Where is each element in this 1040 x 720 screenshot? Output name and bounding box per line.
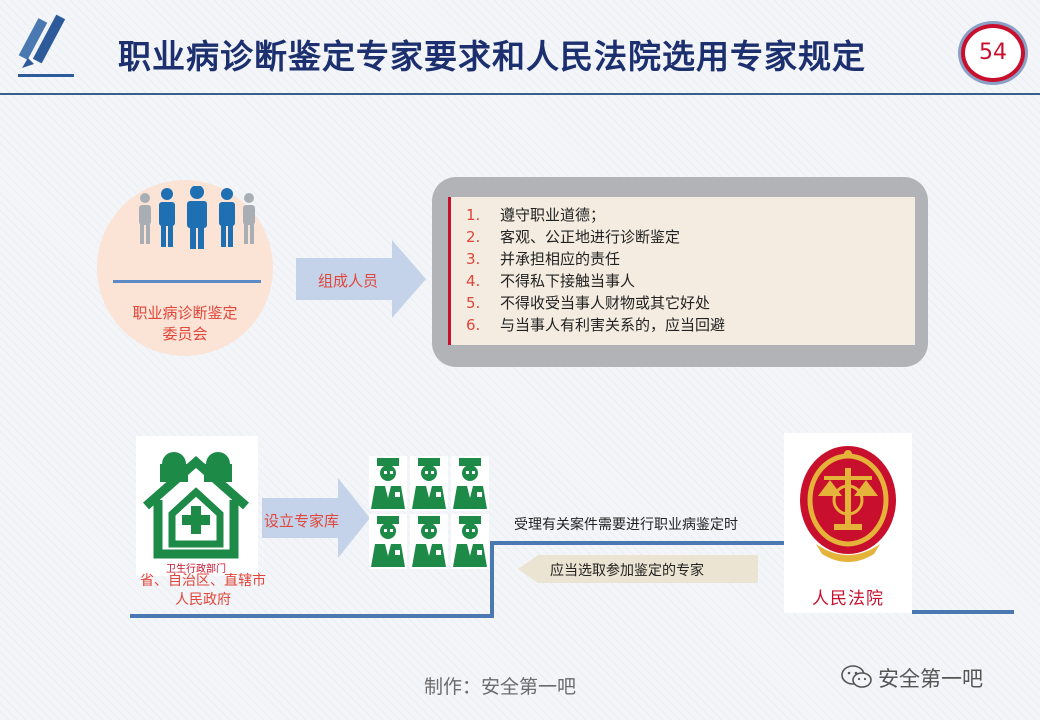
pen-icon	[18, 14, 74, 77]
rules-list	[448, 197, 915, 345]
health-dept-label-line1: 省、自治区、直辖市	[140, 573, 266, 589]
header-divider	[0, 93, 1040, 95]
footer-credit: 制作：安全第一吧	[424, 676, 577, 698]
expert-pool-icon	[369, 456, 489, 569]
compose-arrow-label: 组成人员	[318, 272, 379, 290]
header: 职业病诊断鉴定专家要求和人民法院选用专家规定 54	[0, 0, 1040, 95]
expert-arrow	[262, 478, 370, 558]
committee-label-line1: 职业病诊断鉴定	[132, 304, 238, 322]
rule-item: 4.不得私下接触当事人	[466, 272, 636, 290]
compose-arrow	[296, 240, 426, 318]
committee-divider	[113, 280, 261, 283]
watermark-text: 安全第一吧	[878, 667, 983, 691]
court-label: 人民法院	[812, 589, 884, 609]
accept-case-text: 受理有关案件需要进行职业病鉴定时	[514, 517, 738, 533]
committee-label: 职业病诊断鉴定 委员会	[97, 303, 273, 345]
committee-label-line2: 委员会	[162, 325, 208, 343]
page-number-badge: 54	[961, 24, 1025, 82]
select-expert-text: 应当选取参加鉴定的专家	[550, 563, 704, 579]
health-dept-label: 省、自治区、直辖市 人民政府	[118, 572, 288, 610]
rule-item: 2.客观、公正地进行诊断鉴定	[466, 228, 681, 246]
page-title: 职业病诊断鉴定专家要求和人民法院选用专家规定	[118, 37, 866, 76]
health-house-icon	[143, 452, 249, 559]
health-dept-label-line2: 人民政府	[175, 592, 231, 608]
select-expert-arrow	[518, 555, 758, 583]
rule-item: 1.遵守职业道德；	[466, 206, 606, 224]
rule-item: 5.不得收受当事人财物或其它好处	[466, 294, 711, 312]
rule-item: 6.与当事人有利害关系的，应当回避	[466, 316, 726, 334]
court-emblem-icon	[800, 446, 896, 562]
health-dept-caption: 卫生行政部门	[166, 564, 226, 575]
wechat-icon	[841, 665, 872, 688]
people-group-icon	[139, 186, 255, 249]
expert-arrow-label: 设立专家库	[264, 512, 340, 530]
rule-item: 3.并承担相应的责任	[466, 250, 621, 268]
